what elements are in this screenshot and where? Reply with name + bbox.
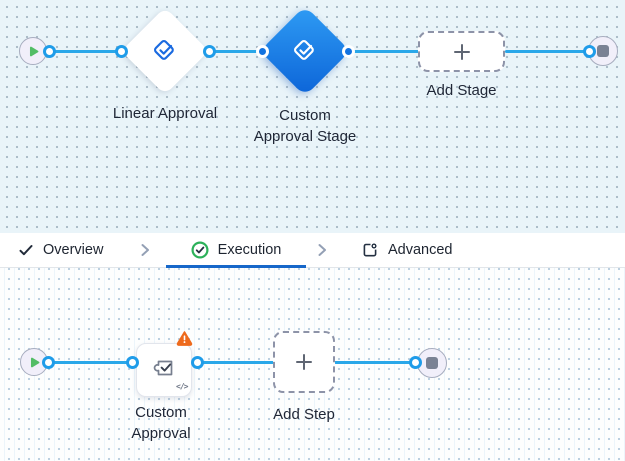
chevron-right-icon <box>140 233 150 267</box>
stage-label-linear-approval: Linear Approval <box>112 105 218 122</box>
tab-advanced[interactable]: Advanced <box>361 233 453 267</box>
puzzle-check-icon <box>153 360 173 376</box>
edge <box>209 49 262 53</box>
start-node[interactable] <box>19 37 47 65</box>
check-circle-icon <box>191 241 209 259</box>
code-icon: </> <box>176 382 188 391</box>
step-node-custom-approval[interactable] <box>136 343 192 397</box>
stage-label-custom-approval-stage: Custom Approval Stage <box>253 107 357 145</box>
add-step-label: Add Step <box>273 406 335 423</box>
stage-tab-bar: Overview Execution Advanced <box>0 233 625 268</box>
tab-execution[interactable]: Execution <box>166 233 306 267</box>
end-node[interactable] <box>417 348 447 378</box>
tab-label: Advanced <box>388 242 453 258</box>
edge <box>48 360 132 364</box>
add-stage-label: Add Stage <box>426 82 497 99</box>
seal-check-icon <box>152 38 178 64</box>
page-gear-icon <box>363 243 377 257</box>
step-canvas[interactable]: </> Custom Approval Add Step <box>0 268 625 461</box>
connector-handle[interactable] <box>42 44 56 58</box>
warning-triangle-icon[interactable] <box>176 330 193 346</box>
plus-icon <box>453 43 470 60</box>
edge <box>505 49 589 53</box>
active-tab-underline <box>166 265 306 268</box>
connector-handle[interactable] <box>125 355 139 369</box>
add-step-button[interactable] <box>273 331 335 393</box>
edge <box>49 49 121 53</box>
connector-handle[interactable] <box>341 44 355 58</box>
edge <box>197 360 274 364</box>
tab-label: Execution <box>217 242 282 258</box>
chevron-right-icon <box>317 233 327 267</box>
edge <box>348 49 419 53</box>
connector-handle[interactable] <box>582 44 596 58</box>
add-stage-button[interactable] <box>418 31 505 72</box>
seal-check-icon <box>292 38 318 64</box>
stage-canvas[interactable]: Linear Approval Custom Approval Stage Ad… <box>0 0 625 233</box>
connector-handle[interactable] <box>190 355 204 369</box>
connector-handle[interactable] <box>41 355 55 369</box>
stage-node-custom-approval-stage[interactable] <box>259 5 351 97</box>
stage-node-linear-approval[interactable] <box>121 7 209 95</box>
edge <box>334 360 415 364</box>
stop-icon <box>597 45 609 57</box>
connector-handle[interactable] <box>255 44 269 58</box>
plus-icon <box>296 354 312 370</box>
tab-label: Overview <box>43 242 104 258</box>
tab-overview[interactable]: Overview <box>18 233 103 267</box>
play-icon <box>30 357 39 367</box>
check-icon <box>19 245 33 256</box>
connector-handle[interactable] <box>114 44 128 58</box>
play-icon <box>29 46 38 56</box>
stop-icon <box>426 357 438 369</box>
connector-handle[interactable] <box>202 44 216 58</box>
step-label-custom-approval: Custom Approval <box>131 404 191 442</box>
connector-handle[interactable] <box>408 355 422 369</box>
